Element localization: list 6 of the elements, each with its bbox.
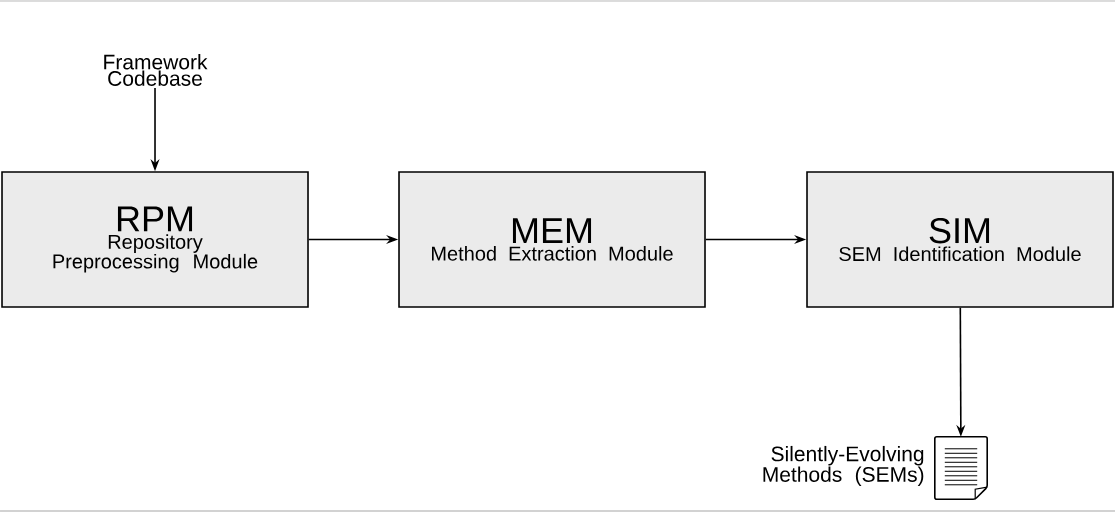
source-label: Framework Codebase <box>104 54 208 86</box>
process-box: MEM Method Extraction Module <box>398 171 706 308</box>
document-icon <box>934 436 988 500</box>
process-box: RPM Repository Preprocessing Module <box>1 171 309 308</box>
document-caption: Silently-Evolving Methods (SEMs) <box>763 445 924 487</box>
process-box: SIM SEM Identification Module <box>806 171 1114 308</box>
